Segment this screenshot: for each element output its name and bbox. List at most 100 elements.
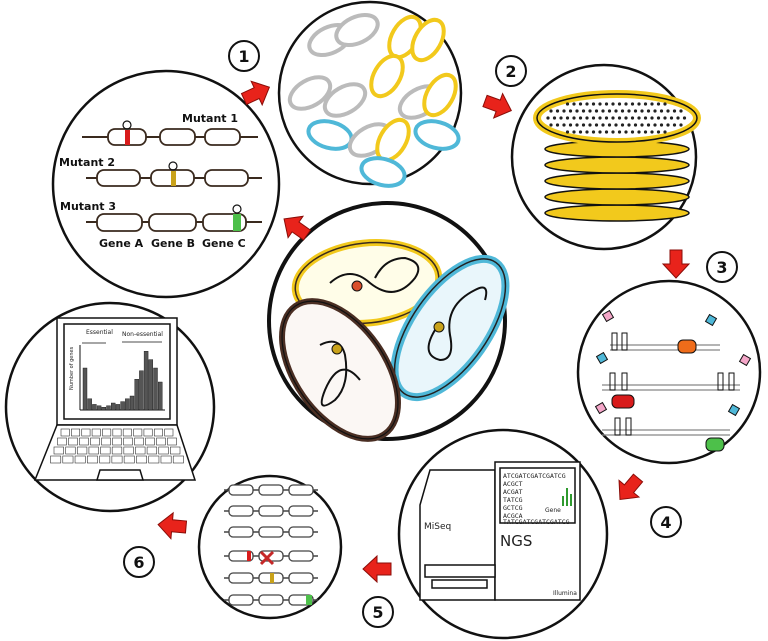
colony-dot	[646, 109, 651, 113]
colony-dot	[546, 116, 550, 120]
step-badge-4: 4	[650, 506, 682, 538]
colony-dot	[637, 116, 641, 120]
key	[146, 446, 158, 455]
colony-dot	[627, 123, 631, 127]
ngs-label: NGS	[500, 532, 532, 550]
histogram-bar	[143, 351, 149, 411]
cross-icon	[259, 550, 275, 566]
colony-dot	[581, 123, 586, 127]
brand-label: Illumina	[553, 590, 577, 597]
step-badges: 1 2 3 4 5 6	[123, 40, 738, 628]
colony-dot	[594, 123, 599, 127]
sequencer-machine	[419, 461, 581, 601]
arrow-4	[618, 473, 644, 501]
colony-dot	[663, 102, 667, 106]
colony-dot	[663, 130, 667, 134]
gene-block	[228, 505, 254, 517]
colony-dot	[598, 116, 602, 120]
key	[164, 428, 174, 437]
colony-dot	[656, 130, 661, 134]
histogram-bar	[82, 367, 88, 411]
arrow-3	[661, 249, 691, 279]
histogram-bar	[125, 398, 130, 411]
colony-dot	[565, 130, 570, 134]
histogram-bar	[120, 401, 125, 411]
colony-dot	[672, 123, 677, 127]
key	[76, 446, 88, 455]
key	[91, 428, 101, 437]
svg-text:6: 6	[133, 553, 144, 572]
panel-sequencer: MiSeq NGS Illumina ATCGATCGATCGATCG ACGC…	[397, 428, 609, 640]
panel-cell-culture	[277, 0, 463, 188]
colony-dot	[630, 130, 635, 134]
gene-block	[288, 572, 314, 584]
key	[100, 446, 111, 455]
colony-dot	[617, 130, 622, 134]
histogram-bar	[148, 359, 154, 411]
colony-dot	[624, 102, 628, 106]
blue-cell	[390, 254, 510, 402]
gene-block	[258, 484, 284, 496]
histogram-ylabel: Number of genes	[69, 346, 75, 390]
sequence-readout: ATCGATCGATCGATCG ACGCT ACGAT TATCG GCTCG…	[503, 472, 572, 526]
colony-dot	[562, 123, 566, 127]
gene-label: Gene	[545, 507, 561, 514]
key	[50, 455, 62, 464]
colony-dot	[562, 109, 566, 113]
insert-yellow	[270, 573, 274, 583]
key	[122, 428, 132, 437]
key	[145, 437, 155, 446]
colony-dot	[659, 109, 664, 113]
insert-red	[247, 551, 251, 561]
colony-dot	[588, 109, 592, 113]
step-badge-5: 5	[362, 596, 394, 628]
colony-dot	[617, 102, 622, 106]
svg-text:2: 2	[505, 62, 516, 81]
step-badge-3: 3	[706, 251, 738, 283]
key	[81, 428, 91, 437]
gene-a-label: Gene A	[99, 237, 144, 250]
colony-dot	[604, 102, 609, 106]
key	[57, 437, 67, 446]
key	[74, 455, 86, 464]
key	[79, 437, 89, 446]
histogram-bar	[129, 395, 135, 411]
arrow-5	[362, 554, 392, 584]
gene-block	[288, 484, 314, 496]
key	[68, 437, 78, 446]
colony-dot	[643, 130, 648, 134]
key	[71, 428, 81, 437]
arrow-2	[482, 92, 513, 119]
colony-dot	[614, 123, 618, 127]
essential-label: Essential	[86, 329, 113, 336]
colony-dot	[598, 102, 602, 106]
colonies	[546, 102, 687, 134]
colony-dot	[585, 102, 589, 106]
panel-mutants: Mutant 1 Mutant 2 Mutant 3 Gene A Gene B…	[51, 69, 281, 299]
key	[156, 437, 166, 446]
histogram-bar	[101, 407, 107, 411]
colony-dot	[555, 109, 560, 113]
svg-text:3: 3	[716, 258, 727, 277]
mutant-2-label: Mutant 2	[59, 156, 115, 169]
histogram-bar	[96, 405, 102, 411]
key	[170, 446, 181, 455]
colony-dot	[666, 109, 670, 113]
histogram-bar	[115, 404, 121, 411]
key	[153, 428, 163, 437]
colony-dot	[633, 109, 638, 113]
colony-dot	[659, 123, 664, 127]
key	[158, 446, 169, 455]
colony-dot	[601, 123, 605, 127]
key	[123, 446, 134, 455]
colony-dot	[620, 123, 625, 127]
histogram-bar	[92, 404, 97, 411]
non-essential-label: Non-essential	[122, 331, 163, 338]
key	[65, 446, 76, 455]
flow-arrows	[157, 80, 691, 584]
svg-text:5: 5	[372, 603, 383, 622]
fragment-2	[595, 351, 752, 409]
colony-dot	[549, 123, 553, 127]
svg-text:4: 4	[660, 513, 671, 532]
colony-dot	[572, 102, 576, 106]
